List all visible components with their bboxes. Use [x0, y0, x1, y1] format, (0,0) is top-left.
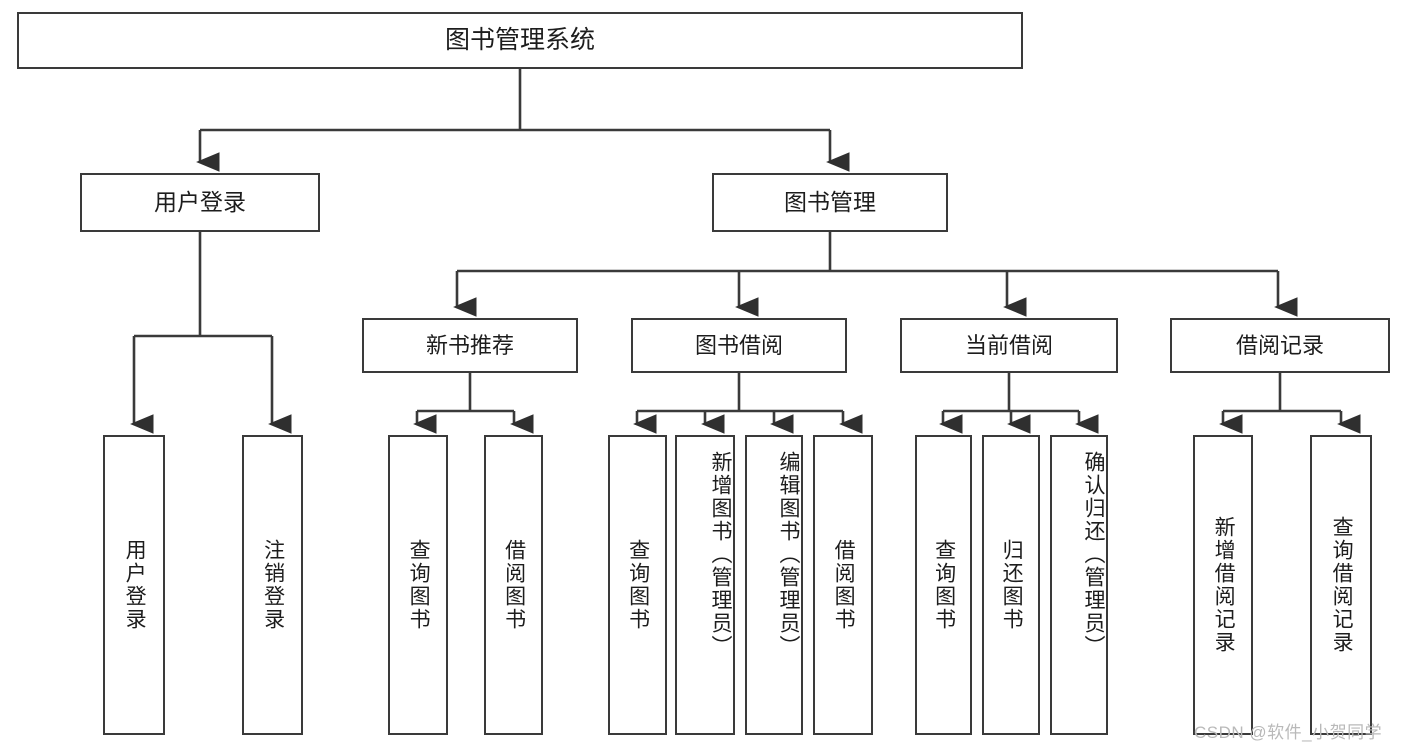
node-borrow-record[interactable]: 借阅记录	[1170, 318, 1390, 373]
node-user-login[interactable]: 用户登录	[80, 173, 320, 232]
node-leaf-add-borrow-record[interactable]: 新增借阅记录	[1193, 435, 1253, 735]
node-leaf-user-login[interactable]: 用户登录	[103, 435, 165, 735]
node-leaf-query-book-3[interactable]: 查询图书	[915, 435, 972, 735]
node-leaf-query-book-2[interactable]: 查询图书	[608, 435, 667, 735]
node-leaf-add-book-admin[interactable]: 新增图书（管理员）	[675, 435, 735, 735]
node-root-system[interactable]: 图书管理系统	[17, 12, 1023, 69]
node-leaf-logout-login[interactable]: 注销登录	[242, 435, 303, 735]
node-current-borrow[interactable]: 当前借阅	[900, 318, 1118, 373]
node-new-book-recommend[interactable]: 新书推荐	[362, 318, 578, 373]
node-book-manage[interactable]: 图书管理	[712, 173, 948, 232]
node-leaf-query-book[interactable]: 查询图书	[388, 435, 448, 735]
node-book-borrow[interactable]: 图书借阅	[631, 318, 847, 373]
csdn-watermark: CSDN @软件_小贺同学	[1194, 723, 1383, 742]
node-leaf-confirm-return-admin[interactable]: 确认归还（管理员）	[1050, 435, 1108, 735]
node-leaf-query-borrow-record[interactable]: 查询借阅记录	[1310, 435, 1372, 735]
node-leaf-edit-book-admin[interactable]: 编辑图书（管理员）	[745, 435, 803, 735]
node-leaf-borrow-book-2[interactable]: 借阅图书	[813, 435, 873, 735]
node-leaf-borrow-book[interactable]: 借阅图书	[484, 435, 543, 735]
node-leaf-return-book[interactable]: 归还图书	[982, 435, 1040, 735]
